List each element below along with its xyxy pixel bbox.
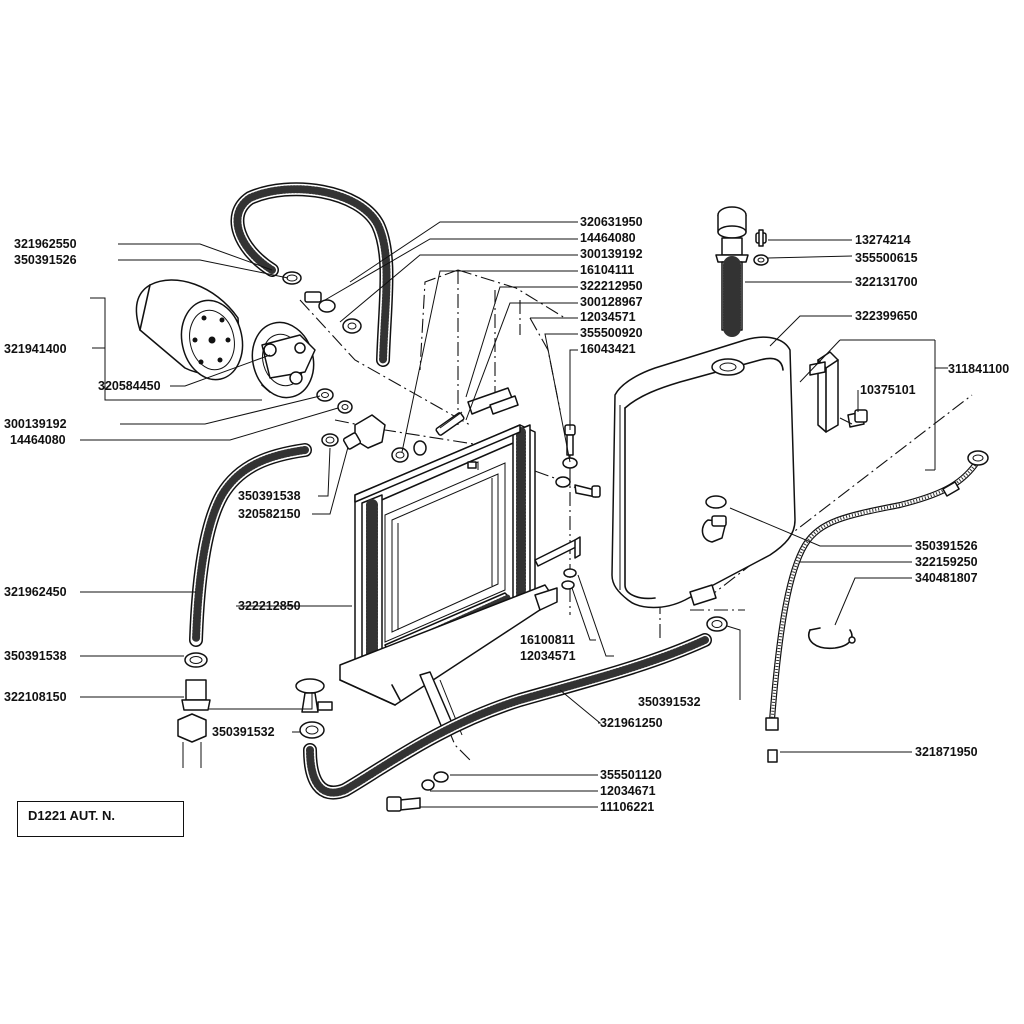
part-label-37: 322159250 — [915, 555, 978, 569]
radiator-side-bolts — [555, 424, 601, 590]
part-label-24: 12034571 — [520, 649, 576, 663]
part-label-11: 350391526 — [14, 253, 77, 267]
part-label-16: 350391538 — [238, 489, 301, 503]
part-label-34: 311841100 — [948, 362, 1009, 376]
part-label-2: 14464080 — [580, 231, 636, 245]
part-label-23: 16100811 — [520, 633, 575, 647]
part-number-labels: 320631950 14464080 300139192 16104111 32… — [4, 215, 1009, 814]
lower-left-fittings — [177, 652, 211, 768]
drawing-reference-label: D1221 AUT. N. — [28, 808, 115, 823]
part-label-6: 300128967 — [580, 295, 643, 309]
part-label-3: 300139192 — [580, 247, 643, 261]
part-label-28: 12034671 — [600, 784, 656, 798]
part-label-7: 12034571 — [580, 310, 636, 324]
part-label-18: 321962450 — [4, 585, 67, 599]
part-label-10: 321962550 — [14, 237, 77, 251]
drain-tap — [295, 678, 333, 739]
drawing-reference-box: D1221 AUT. N. — [17, 801, 184, 837]
part-label-22: 350391532 — [212, 725, 275, 739]
filler-cap-and-strainer — [715, 206, 769, 337]
part-label-8: 355500920 — [580, 326, 643, 340]
part-label-17: 320582150 — [238, 507, 301, 521]
bottom-hose — [303, 616, 728, 800]
top-hose-clamps — [282, 271, 362, 334]
pipe-clip — [808, 627, 856, 650]
part-label-31: 355500615 — [855, 251, 918, 265]
tank-mounting-bracket — [809, 351, 868, 433]
part-label-12: 321941400 — [4, 342, 67, 356]
part-label-36: 350391526 — [915, 539, 978, 553]
part-label-4: 16104111 — [580, 263, 634, 277]
radiator-bottom-strap — [386, 671, 463, 812]
part-label-29: 11106221 — [600, 800, 654, 814]
filter-washers — [316, 388, 353, 414]
part-label-38: 340481807 — [915, 571, 978, 585]
oil-filter-canister — [135, 279, 244, 381]
filter-head — [251, 321, 316, 399]
radiator-top-fasteners — [391, 387, 519, 469]
part-label-19: 322212850 — [238, 599, 301, 613]
leader-lines — [80, 221, 948, 808]
overflow-pipe — [765, 450, 989, 763]
part-label-13: 320584450 — [98, 379, 161, 393]
part-label-15: 14464080 — [10, 433, 66, 447]
part-label-5: 322212950 — [580, 279, 643, 293]
part-label-9: 16043421 — [580, 342, 636, 356]
radiator-assembly — [339, 424, 581, 706]
expansion-tank — [611, 336, 796, 609]
part-label-26: 321961250 — [600, 716, 663, 730]
part-label-39: 321871950 — [915, 745, 978, 759]
part-label-1: 320631950 — [580, 215, 643, 229]
part-label-32: 322131700 — [855, 275, 918, 289]
upper-radiator-hose — [230, 182, 394, 367]
part-label-27: 355501120 — [600, 768, 662, 782]
lower-left-hose — [189, 443, 312, 647]
part-label-25: 350391532 — [638, 695, 701, 709]
part-label-30: 13274214 — [855, 233, 911, 247]
part-label-33: 322399650 — [855, 309, 918, 323]
part-label-20: 350391538 — [4, 649, 67, 663]
part-label-35: 10375101 — [860, 383, 916, 397]
outlet-fitting — [321, 414, 386, 450]
part-label-21: 322108150 — [4, 690, 67, 704]
part-label-14: 300139192 — [4, 417, 67, 431]
